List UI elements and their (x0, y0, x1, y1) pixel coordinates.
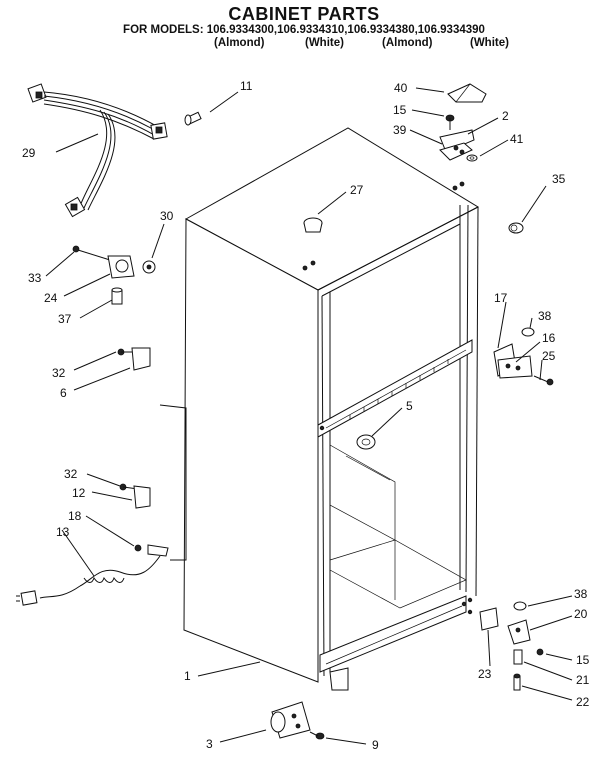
callout-label: 18 (68, 509, 82, 523)
leader-lines (45, 87, 573, 745)
callout-label: 32 (52, 366, 66, 380)
clip-part (119, 483, 151, 509)
hinge-plug-part (508, 222, 524, 234)
plug-button-part (303, 217, 323, 233)
callout-label: 25 (542, 349, 556, 363)
callout-label: 32 (64, 467, 78, 481)
callout-label: 39 (393, 123, 407, 137)
screw-part (184, 111, 202, 126)
variant-label: (White) (470, 37, 509, 49)
callout-label: 20 (574, 607, 588, 621)
callout-label: 33 (28, 271, 42, 285)
callout-label: 23 (478, 667, 492, 681)
bracket-assembly-part (72, 245, 156, 305)
callout-label: 5 (406, 399, 413, 413)
variant-label: (Almond) (382, 37, 433, 49)
leveling-bracket-part (270, 701, 325, 740)
page-title: CABINET PARTS (228, 4, 380, 24)
callout-label: 12 (72, 486, 86, 500)
callout-label: 30 (160, 209, 174, 223)
refrigerator-cabinet (183, 127, 480, 691)
model-variants: (Almond) (White) (Almond) (White) (0, 37, 608, 51)
callout-label: 38 (574, 587, 588, 601)
callout-label: 40 (394, 81, 408, 95)
callout-label: 6 (60, 386, 67, 400)
variant-label: (Almond) (214, 37, 265, 49)
callout-label: 21 (576, 673, 590, 687)
callout-label: 9 (372, 738, 379, 752)
callout-numbers: 29 11 27 40 15 2 39 41 35 30 33 24 37 32… (22, 79, 590, 752)
variant-label: (White) (305, 37, 344, 49)
callout-label: 15 (393, 103, 407, 117)
models-line: FOR MODELS: 106.9334300,106.9334310,106.… (123, 24, 485, 36)
callout-label: 35 (552, 172, 566, 186)
callout-label: 29 (22, 146, 36, 160)
top-hinge-part (439, 129, 478, 162)
callout-label: 38 (538, 309, 552, 323)
callout-label: 22 (576, 695, 590, 709)
callout-label: 27 (350, 183, 364, 197)
callout-label: 13 (56, 525, 70, 539)
callout-label: 2 (502, 109, 509, 123)
callout-label: 15 (576, 653, 590, 667)
center-hinge-part (493, 327, 554, 386)
rail-plug-part (356, 434, 376, 450)
callout-label: 41 (510, 132, 524, 146)
bottom-hinge-part (479, 601, 544, 691)
callout-label: 16 (542, 331, 556, 345)
callout-label: 11 (240, 79, 253, 93)
hinge-cover-part (447, 83, 487, 103)
callout-label: 3 (206, 737, 213, 751)
callout-label: 24 (44, 291, 58, 305)
callout-label: 17 (494, 291, 508, 305)
power-cord-part (16, 404, 187, 606)
callout-label: 37 (58, 312, 72, 326)
wire-harness-part (27, 83, 168, 218)
hinge-screw-part (445, 114, 455, 130)
callout-label: 1 (184, 669, 191, 683)
clip-part (117, 347, 151, 371)
